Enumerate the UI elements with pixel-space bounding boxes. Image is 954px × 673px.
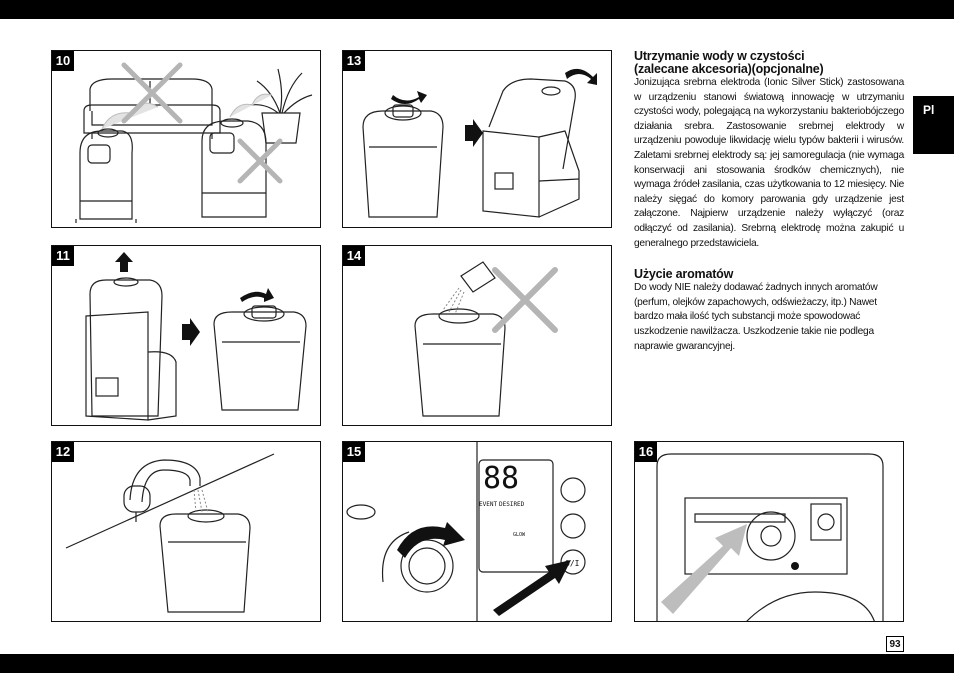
- section-title-water: Utrzymanie wody w czystości (zalecane ak…: [634, 50, 904, 76]
- display-digits: 88: [483, 461, 519, 496]
- panel-16: 16: [634, 441, 904, 622]
- panel-11: 11: [51, 245, 321, 426]
- illustration-remove-tank: [362, 68, 597, 218]
- illustration-no-aroma: [414, 261, 558, 417]
- panel-number: 10: [52, 51, 74, 71]
- display-glow-label: GLOW: [513, 532, 526, 538]
- language-tab: Pl: [913, 96, 954, 154]
- panel-number: 13: [343, 51, 365, 71]
- top-bar: [0, 0, 954, 19]
- bottom-bar: [0, 654, 954, 673]
- panel-number: 11: [52, 246, 74, 266]
- language-code: Pl: [923, 103, 935, 117]
- panel-10: 10: [51, 50, 321, 228]
- section-body-water: Jonizująca srebrna elektroda (Ionic Silv…: [634, 77, 904, 249]
- illustration-fill-water: [65, 453, 275, 613]
- power-button-label: O/I: [565, 559, 580, 568]
- illustration-silver-stick: [656, 453, 884, 621]
- display-desired-label: DESIRED: [499, 501, 525, 508]
- text-column: Utrzymanie wody w czystości (zalecane ak…: [634, 50, 904, 354]
- panel-number: 14: [343, 246, 365, 266]
- panel-number: 15: [343, 442, 365, 462]
- page-number: 93: [886, 636, 904, 652]
- section-title-line1: Utrzymanie wody w czystości: [634, 49, 805, 63]
- panel-number: 16: [635, 442, 657, 462]
- illustration-placement: [75, 62, 313, 223]
- display-event-label: EVENT: [479, 501, 497, 508]
- section-title-aroma: Użycie aromatów: [634, 267, 734, 282]
- panel-13: 13: [342, 50, 612, 228]
- panel-12: 12: [51, 441, 321, 622]
- panel-15: 88 EVENT DESIRED GLOW O/I 15: [342, 441, 612, 622]
- panel-number: 12: [52, 442, 74, 462]
- panel-14: 14: [342, 245, 612, 426]
- illustration-control-panel: 88 EVENT DESIRED GLOW O/I: [346, 442, 586, 621]
- section-title-line2: (zalecane akcesoria)(opcjonalne): [634, 62, 824, 76]
- illustration-lift-tank: [85, 252, 307, 421]
- section-body-aroma: Do wody NIE należy dodawać żadnych innyc…: [634, 282, 878, 352]
